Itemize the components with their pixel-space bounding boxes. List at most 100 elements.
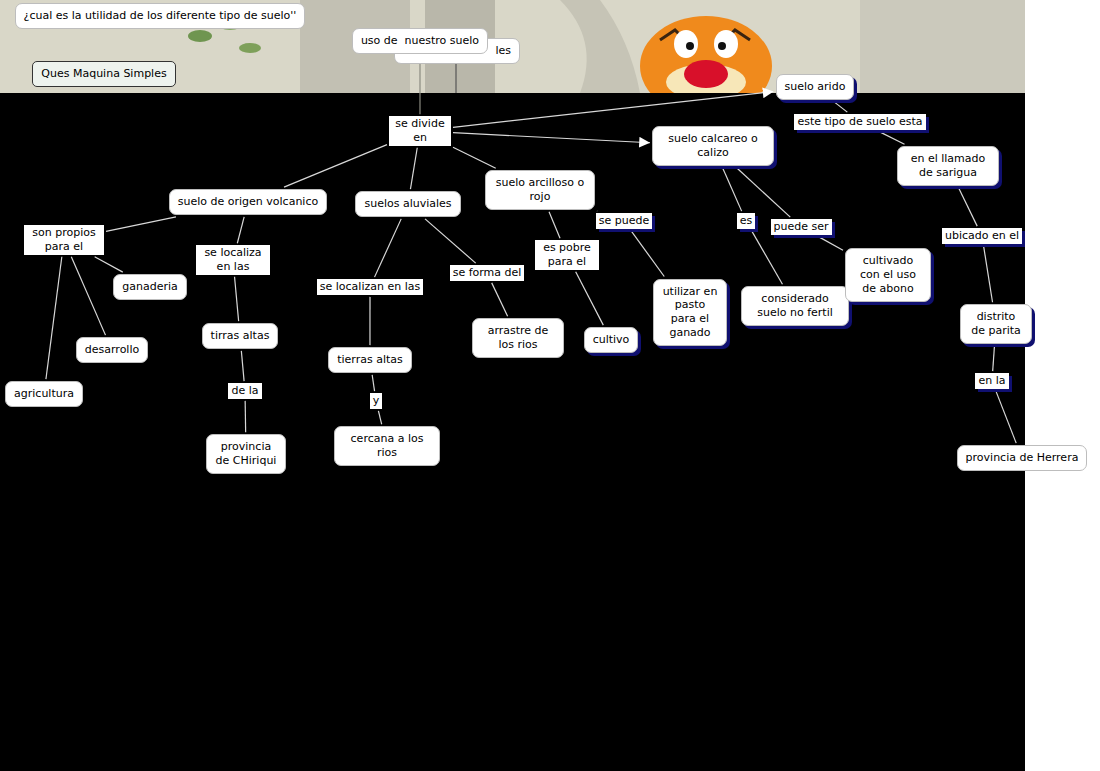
node-text: ¿cual es la utilidad de los diferente ti… — [24, 9, 297, 23]
connector-line — [106, 217, 176, 231]
linking-phrase: se localiza en las — [196, 245, 270, 275]
connector-line — [984, 246, 993, 302]
concept-box: tierras altas — [328, 347, 412, 373]
node-text: se forma del — [453, 266, 522, 280]
concept-box: arrastre de los rios — [472, 318, 564, 358]
leaf — [188, 30, 212, 42]
illustration-ground — [0, 0, 1025, 93]
concept-box: provincia de CHiriqui — [206, 434, 286, 474]
link-box: Ques Maquina Simples — [32, 61, 175, 87]
linking-phrase: se divide en — [389, 116, 451, 146]
node-text: suelo arcilloso o rojo — [494, 176, 586, 204]
node-text: se divide en — [392, 117, 448, 145]
concept-box: desarrollo — [76, 337, 148, 363]
concept-box: cercana a los rios — [334, 426, 440, 466]
connector-line — [959, 188, 978, 226]
connector-line — [237, 217, 244, 243]
linking-phrase: este tipo de suelo esta — [794, 114, 925, 130]
connector-line — [235, 277, 239, 321]
connector-line — [284, 145, 387, 188]
connector-line — [410, 148, 417, 189]
connector-line — [880, 132, 905, 144]
connector-line — [752, 231, 783, 284]
connector-line — [631, 231, 664, 277]
connector-line — [453, 133, 650, 143]
connector-line — [996, 391, 1016, 443]
node-text: tirras altas — [211, 329, 270, 343]
node-text: se localizan en las — [320, 280, 420, 294]
connector-line — [453, 92, 774, 128]
leaf — [239, 43, 261, 53]
node-text: se localiza en las — [199, 246, 267, 274]
concept-box: tirras altas — [202, 323, 279, 349]
linking-phrase: se forma del — [450, 265, 525, 281]
concept-box: cultivado con el uso de abono — [845, 248, 931, 301]
node-text: uso de nuestro suelo — [361, 34, 479, 48]
connector-line — [737, 168, 791, 217]
concept-box: uso de nuestro suelo — [352, 28, 488, 54]
node-text: desarrollo — [85, 343, 139, 357]
concept-box: distrito de parita — [960, 304, 1032, 344]
node-text: provincia de Herrera — [966, 451, 1079, 465]
linking-phrase: ubicado en el — [942, 228, 1022, 244]
concept-box: suelo arido — [776, 74, 855, 100]
connector-line — [46, 257, 62, 379]
tree-branch — [560, 0, 640, 93]
node-text: puede ser — [774, 220, 829, 234]
node-text: en la — [978, 374, 1005, 388]
node-text: en el llamado de sarigua — [906, 152, 990, 180]
concept-box: ¿cual es la utilidad de los diferente ti… — [15, 3, 306, 29]
tiger-pupil — [686, 42, 694, 50]
connector-line — [549, 212, 560, 239]
connector-line — [723, 168, 742, 211]
linking-phrase: se localizan en las — [317, 279, 423, 295]
node-text: distrito de parita — [969, 310, 1023, 338]
concept-box: agricultura — [5, 381, 83, 407]
tiger-eye — [674, 30, 698, 58]
linking-phrase: y — [370, 393, 383, 409]
node-text: cercana a los rios — [343, 432, 431, 460]
node-text: de la — [231, 384, 258, 398]
node-text: cultivo — [593, 333, 630, 347]
node-text: agricultura — [14, 387, 74, 401]
node-text: considerado suelo no fertil — [750, 292, 840, 320]
concept-box: suelo calcareo o calizo — [652, 126, 774, 166]
tiger-pupil — [718, 42, 726, 50]
connector-line — [375, 219, 402, 277]
node-text: es — [740, 214, 753, 228]
node-text: utilizar en pasto para el ganado — [662, 285, 718, 340]
connector-line — [245, 401, 247, 432]
connector-line — [819, 237, 843, 250]
connector-line — [576, 272, 604, 325]
connector-line — [492, 283, 508, 316]
connector-line — [453, 147, 496, 168]
tiger-eye — [714, 30, 738, 58]
node-text: es pobre para el — [538, 241, 596, 269]
connector-line — [241, 351, 244, 381]
node-text: suelo arido — [785, 80, 846, 94]
node-text: suelo de origen volcanico — [178, 195, 318, 209]
linking-phrase: es pobre para el — [535, 240, 599, 270]
connector-line — [369, 297, 370, 345]
linking-phrase: se puede — [596, 213, 652, 229]
linking-phrase: en la — [975, 373, 1008, 389]
linking-phrase: de la — [228, 383, 261, 399]
tiger-nose — [684, 60, 728, 88]
node-text: suelo calcareo o calizo — [661, 132, 765, 160]
node-text: son propios para el — [27, 226, 101, 254]
concept-box: provincia de Herrera — [957, 445, 1088, 471]
connector-line — [419, 56, 420, 114]
concept-box: suelo arcilloso o rojo — [485, 170, 595, 210]
node-text: ubicado en el — [945, 229, 1019, 243]
node-text: ganaderia — [122, 280, 178, 294]
node-text: se puede — [599, 214, 649, 228]
connector-line — [834, 102, 847, 112]
concept-box: considerado suelo no fertil — [741, 286, 849, 326]
node-text: suelos aluviales — [364, 197, 451, 211]
linking-phrase: son propios para el — [24, 225, 104, 255]
connector-line — [372, 375, 374, 391]
node-text: este tipo de suelo esta — [797, 115, 922, 129]
concept-box: suelos aluviales — [355, 191, 460, 217]
